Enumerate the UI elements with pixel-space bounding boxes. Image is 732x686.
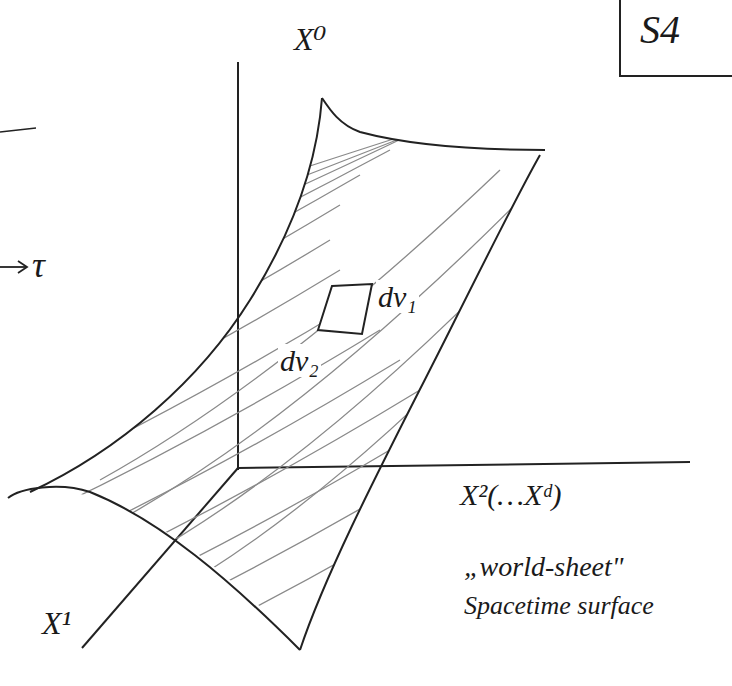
caption-note: „world-sheet" [462,552,626,583]
axis-label: X²(…Xᵈ) [458,478,564,511]
element-label: dv₂ [278,344,321,377]
axis-label: X¹ [40,606,73,641]
element-label: dv₁ [376,280,419,313]
axis-label: X⁰ [292,22,328,57]
parameter-label: τ [30,246,47,286]
section-number: S4 [638,8,682,52]
caption-note: Spacetime surface [462,592,656,621]
